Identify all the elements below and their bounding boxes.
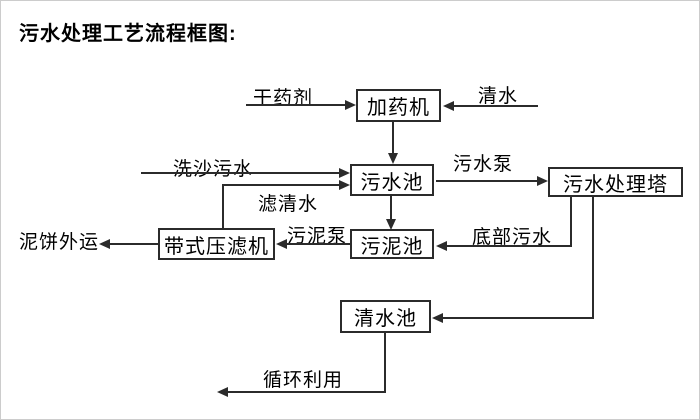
- node-clean-water-pool: 清水池: [340, 300, 431, 333]
- line-tower-to-clean-pool-drop: [592, 197, 594, 318]
- flow-label-sewage-pump: 污水泵: [453, 154, 514, 175]
- arrowhead-down-icon: [388, 153, 398, 164]
- line-filtered-water-riser: [222, 184, 224, 228]
- node-sludge-pool: 污泥池: [350, 229, 434, 259]
- line-filtered-water-to-sewage-pool: [222, 184, 341, 186]
- line-sewage-pool-to-sludge-pool: [390, 196, 392, 220]
- line-clean-water-to-dosing: [453, 105, 538, 107]
- arrowhead-right-icon: [537, 176, 548, 186]
- flow-label-sludge-pump: 污泥泵: [287, 226, 348, 247]
- arrowhead-right-icon: [339, 168, 350, 178]
- arrowhead-left-icon: [276, 239, 287, 249]
- line-sludge-pump-to-press: [286, 243, 350, 245]
- node-sewage-pool: 污水池: [350, 164, 434, 196]
- line-sand-wash-to-sewage-pool: [141, 172, 341, 174]
- node-treatment-tower: 污水处理塔: [548, 167, 683, 197]
- arrowhead-left-icon: [443, 101, 454, 111]
- page-title: 污水处理工艺流程框图:: [19, 23, 237, 45]
- line-sewage-pump-to-tower: [436, 180, 539, 182]
- node-dosing-machine: 加药机: [356, 89, 441, 122]
- arrowhead-left-icon: [217, 387, 228, 397]
- arrowhead-right-icon: [345, 100, 356, 110]
- line-recycling-out: [227, 391, 386, 393]
- flow-label-bottom-sewage: 底部污水: [472, 227, 553, 248]
- arrowhead-left-icon: [432, 313, 443, 323]
- flow-label-dry-agent: 干药剂: [253, 88, 314, 109]
- line-dry-agent-to-dosing: [246, 104, 346, 106]
- flow-label-mud-cake-outbound: 泥饼外运: [19, 232, 100, 253]
- arrowhead-down-icon: [386, 219, 396, 230]
- flow-label-filtered-water: 滤清水: [258, 194, 319, 215]
- line-recycling-drop: [384, 333, 386, 392]
- line-tower-to-clean-pool: [442, 317, 594, 319]
- flow-label-clean-water: 清水: [478, 86, 519, 107]
- line-mud-cake-outbound: [109, 243, 158, 245]
- flow-label-recycling: 循环利用: [263, 370, 344, 391]
- arrowhead-left-icon: [99, 239, 110, 249]
- arrowhead-right-icon: [339, 180, 350, 190]
- arrowhead-left-icon: [436, 241, 447, 251]
- line-dosing-to-sewage-pool: [392, 122, 394, 154]
- flow-label-sand-wash-sewage: 洗沙污水: [173, 159, 254, 180]
- line-bottom-sewage-to-sludge-pool: [446, 245, 572, 247]
- node-belt-filter-press: 带式压滤机: [158, 228, 275, 260]
- line-bottom-sewage-drop: [570, 197, 572, 247]
